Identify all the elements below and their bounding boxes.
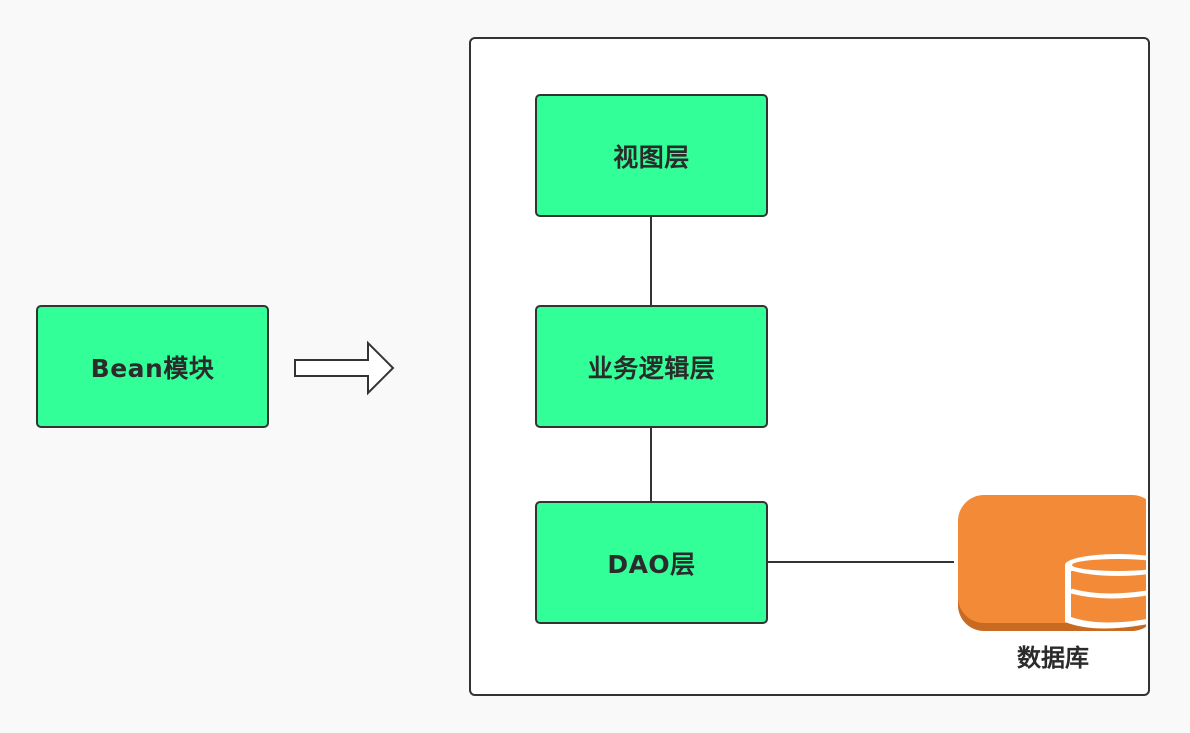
dao-layer-node: DAO层 bbox=[535, 501, 768, 624]
connector-view-business bbox=[650, 215, 652, 307]
connector-dao-database bbox=[766, 561, 954, 563]
business-layer-label: 业务逻辑层 bbox=[587, 353, 716, 383]
connector-business-dao bbox=[650, 427, 652, 504]
view-layer-node: 视图层 bbox=[535, 94, 768, 217]
dao-layer-label: DAO层 bbox=[607, 549, 696, 579]
business-layer-node: 业务逻辑层 bbox=[535, 305, 768, 428]
view-layer-label: 视图层 bbox=[613, 142, 690, 172]
database-label: 数据库 bbox=[1017, 644, 1089, 672]
database-icon bbox=[958, 495, 1146, 631]
bean-module-node: Bean模块 bbox=[36, 305, 269, 428]
right-arrow-icon bbox=[294, 340, 395, 396]
bean-module-label: Bean模块 bbox=[90, 353, 215, 383]
